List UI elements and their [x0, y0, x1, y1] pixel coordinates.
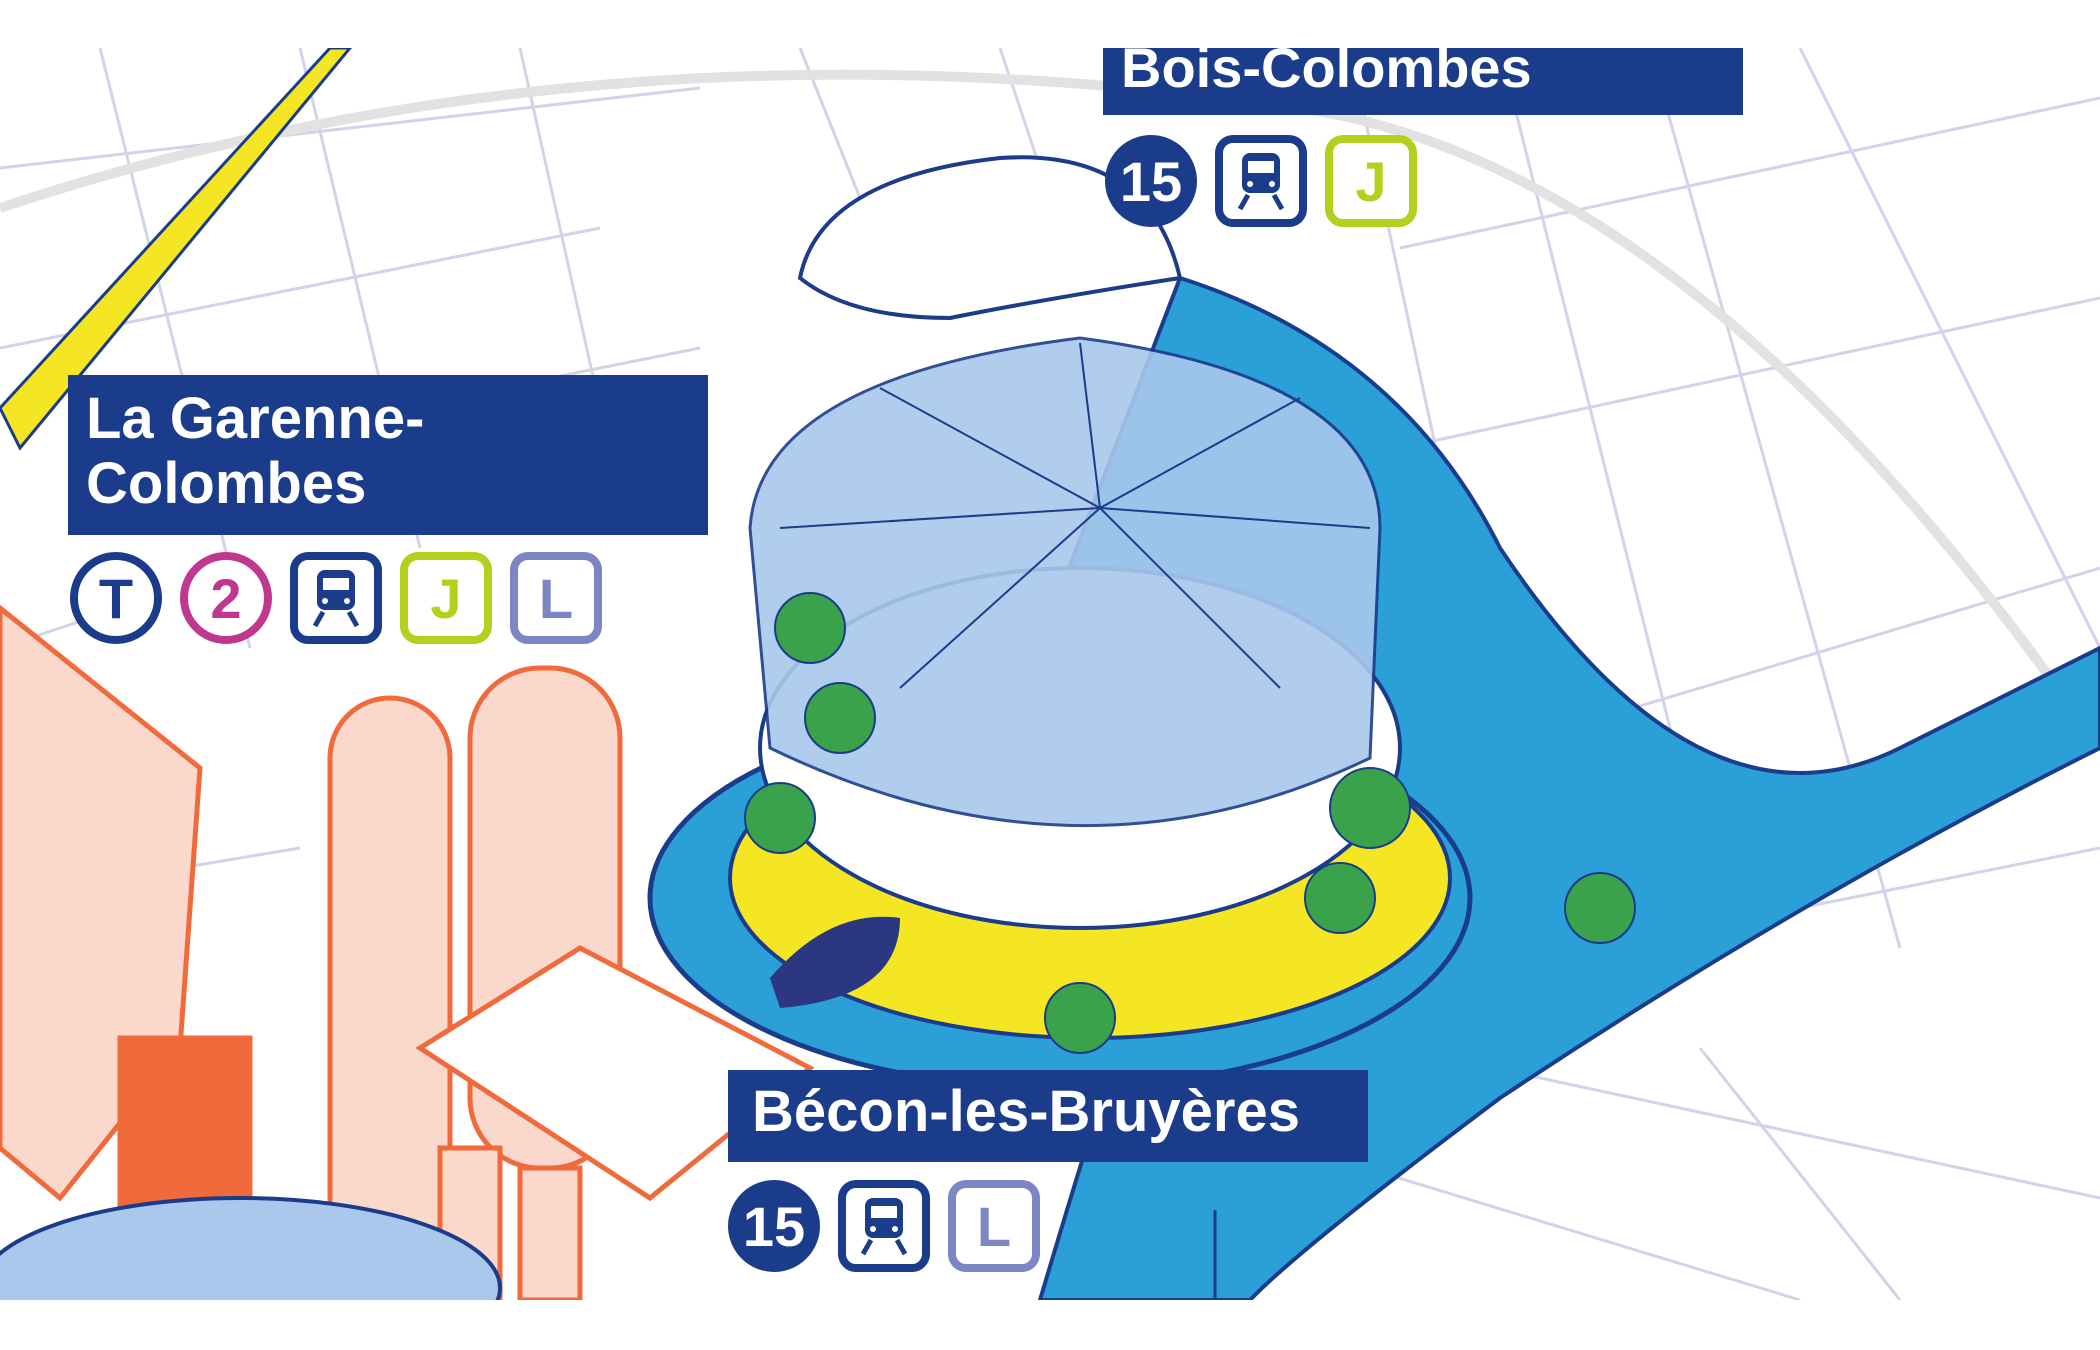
rail-viaduct	[0, 48, 352, 451]
metro-15-icon: 15	[1105, 135, 1197, 227]
orange-buildings	[0, 604, 815, 1300]
station-label-la-garenne-colombes: La Garenne- Colombes	[68, 375, 708, 535]
station-name-line1: La Garenne-	[86, 386, 425, 451]
wave	[797, 155, 1183, 321]
line-l-icon: L	[948, 1180, 1040, 1272]
becon-line-icons: 15 L	[728, 1180, 1040, 1272]
station-name: Bois-Colombes	[1121, 48, 1532, 99]
train-icon	[838, 1180, 930, 1272]
garenne-line-icons: T 2 J L	[70, 552, 602, 644]
line-j-icon: J	[400, 552, 492, 644]
tram-2-icon: 2	[180, 552, 272, 644]
train-icon	[1215, 135, 1307, 227]
bois-colombes-line-icons: 15 J	[1105, 135, 1417, 227]
map-background	[0, 48, 2100, 1300]
metro-15-icon: 15	[728, 1180, 820, 1272]
palm-trees	[744, 592, 1636, 1054]
station-label-becon-les-bruyeres: Bécon-les-Bruyères	[728, 1070, 1368, 1162]
station-name-line2: Colombes	[86, 450, 367, 516]
dome-ribs	[779, 342, 1371, 689]
station-name: Bécon-les-Bruyères	[752, 1079, 1300, 1144]
line-j-icon: J	[1325, 135, 1417, 227]
tram-t-icon: T	[70, 552, 162, 644]
line-l-icon: L	[510, 552, 602, 644]
orca	[770, 916, 900, 1008]
station-label-bois-colombes: Bois-Colombes	[1103, 48, 1743, 115]
train-icon	[290, 552, 382, 644]
stadium	[0, 1196, 502, 1300]
glass-dome	[748, 336, 1382, 827]
